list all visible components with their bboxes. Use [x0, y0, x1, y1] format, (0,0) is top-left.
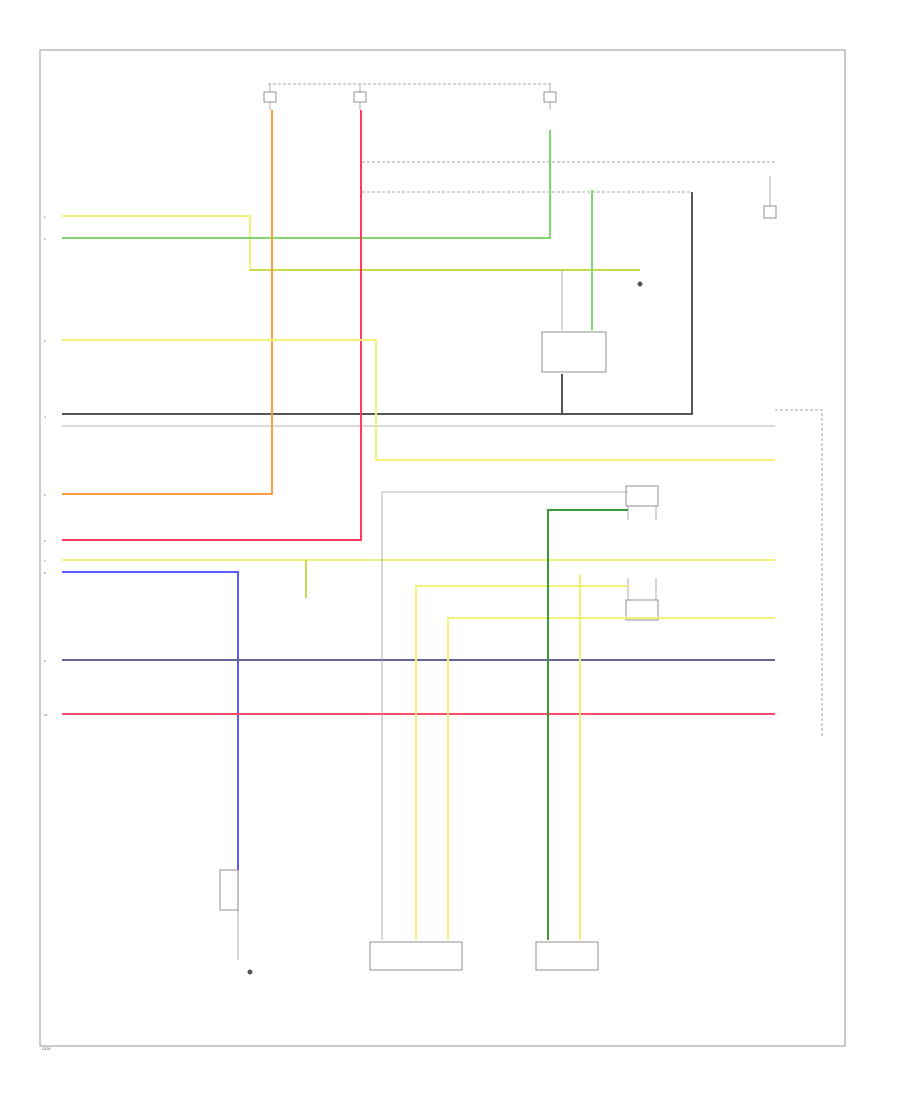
fuse-middle: [353, 84, 367, 110]
diagram-frame: [39, 49, 846, 1047]
left-pin-numbers: 1 2 3 4 5 6 7 8 9 10: [44, 215, 48, 717]
switch-right-1: [625, 485, 659, 520]
wire-speaker-left-dark: [381, 491, 628, 940]
wire-speaker-right-green: [547, 509, 628, 940]
connector-dot: [637, 281, 643, 287]
wire-orange: [62, 110, 273, 495]
wire-pink: [62, 110, 362, 541]
wire-green-2: [62, 130, 551, 239]
wire-blue: [62, 571, 239, 870]
switch-right-2: [625, 578, 659, 621]
pin-label: 3: [44, 339, 46, 343]
relay-right: [763, 176, 777, 219]
relay-box: [541, 331, 607, 373]
speaker-left-box: [369, 941, 463, 971]
speaker-right-box: [535, 941, 599, 971]
wire-speaker-left-yellow-1: [415, 585, 628, 940]
pin-label: 1: [44, 215, 46, 219]
wire-yellow-3: [62, 339, 775, 461]
pin-label: 8: [44, 571, 46, 575]
wire-yellow-1: [62, 215, 640, 271]
pin-label: 6: [44, 539, 46, 543]
pin-label: 5: [44, 493, 46, 497]
pin-label: 7: [44, 559, 46, 563]
wire-speaker-left-yellow-2: [447, 617, 775, 940]
fuse-left: [263, 84, 277, 110]
pin-label: 9: [44, 659, 46, 663]
connector-boundary: [775, 409, 823, 736]
door-switch: [219, 869, 253, 975]
ground-marker-label: G101: [42, 1047, 51, 1051]
pin-label: 2: [44, 237, 46, 241]
pin-label: 4: [44, 415, 46, 419]
fuse-right: [543, 84, 557, 110]
pin-label: 10: [44, 713, 48, 717]
